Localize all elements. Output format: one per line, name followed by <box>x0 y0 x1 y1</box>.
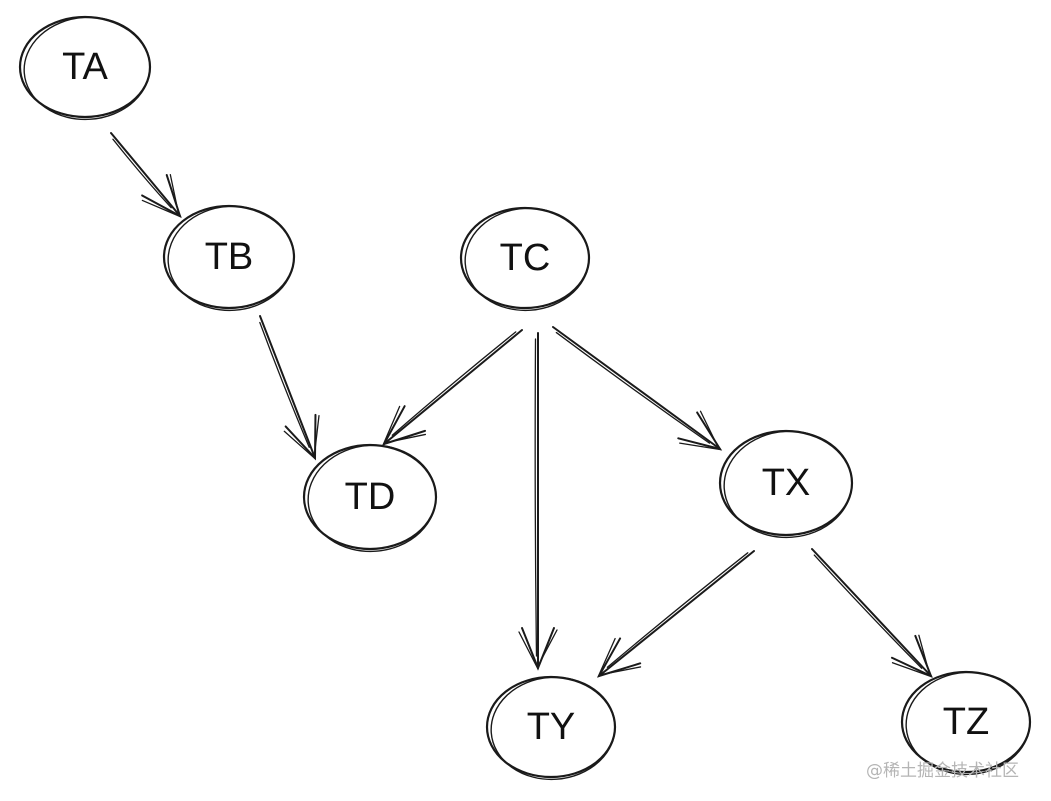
edge-line <box>383 329 523 445</box>
node-tx: TX <box>718 429 854 539</box>
edge-sketch-line <box>391 331 517 436</box>
arrowhead-sketch <box>679 410 722 451</box>
edge-line <box>811 548 932 677</box>
node-label: TC <box>500 237 551 279</box>
node-ty: TY <box>485 675 617 781</box>
arrowhead-sketch <box>141 173 182 218</box>
node-ta: TA <box>18 15 152 121</box>
edge-tb-to-td <box>259 315 320 461</box>
edge-line <box>110 132 181 217</box>
node-label: TB <box>205 236 254 278</box>
edge-sketch-line <box>534 338 538 657</box>
node-td: TD <box>302 443 438 553</box>
edge-sketch-line <box>112 138 172 209</box>
arrowhead-sketch <box>891 634 933 678</box>
node-label: TA <box>62 46 108 88</box>
node-label: TD <box>345 476 396 518</box>
node-label: TX <box>762 462 811 504</box>
node-tc: TC <box>459 206 591 312</box>
node-label: TZ <box>943 701 989 743</box>
arrowhead-sketch <box>283 415 320 460</box>
arrowhead-sketch <box>382 405 427 446</box>
arrowhead-sketch <box>518 629 558 670</box>
edges-layer <box>110 132 933 678</box>
node-outline-sketch <box>23 16 151 121</box>
edge-tc-to-ty <box>518 332 558 671</box>
node-outline-sketch <box>307 444 437 553</box>
node-outline-sketch <box>464 207 590 312</box>
edge-tc-to-tx <box>552 326 723 451</box>
node-outline-sketch <box>490 676 616 781</box>
node-outline-sketch <box>167 205 295 312</box>
edge-line <box>552 326 721 450</box>
edge-sketch-line <box>813 554 923 669</box>
edge-tx-to-ty <box>596 550 755 678</box>
edge-tx-to-tz <box>811 548 933 678</box>
edge-sketch-line <box>259 321 310 449</box>
arrowhead-sketch <box>597 637 642 678</box>
nodes-layer: TA TB TC TD TX TY TZ <box>18 15 1032 781</box>
node-tz: TZ <box>900 670 1032 776</box>
edge-line <box>259 315 316 459</box>
edge-sketch-line <box>555 331 711 444</box>
edge-ta-to-tb <box>110 132 182 219</box>
node-label: TY <box>527 706 576 748</box>
edge-tc-to-td <box>381 329 523 446</box>
node-tb: TB <box>162 204 296 312</box>
edge-sketch-line <box>606 552 749 668</box>
watermark: @稀土掘金技术社区 <box>866 761 1019 781</box>
node-outline-sketch <box>723 430 853 539</box>
edge-line <box>598 550 755 677</box>
node-outline-sketch <box>905 671 1031 776</box>
